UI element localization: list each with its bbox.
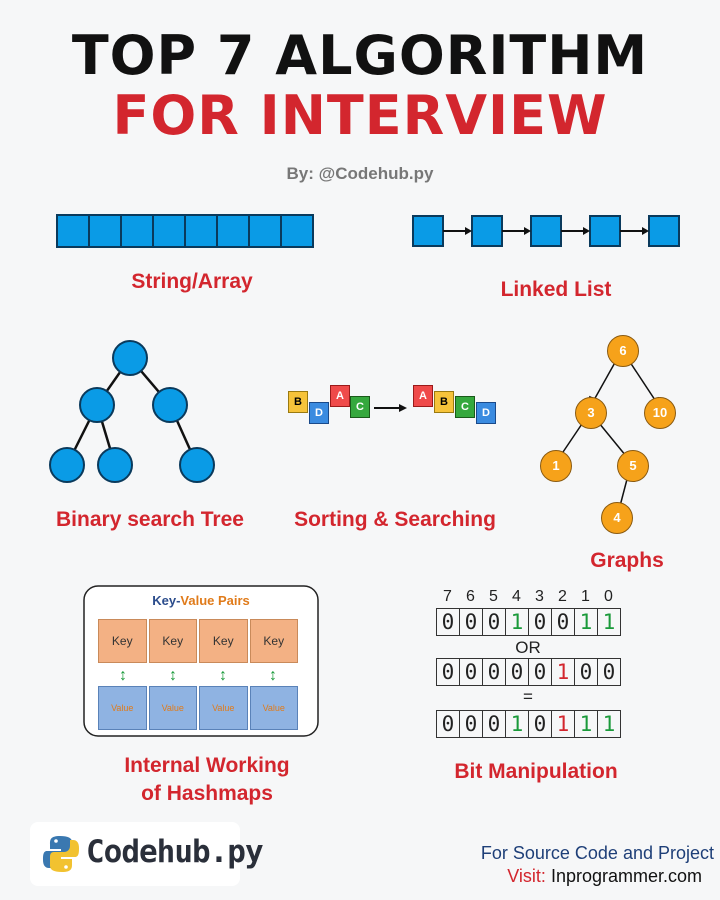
card-after-3: C	[455, 396, 475, 418]
card-before-1: B	[288, 391, 308, 413]
bit-cell: 1	[602, 610, 616, 634]
bit-cell: 0	[437, 659, 460, 685]
bit-cell: 1	[575, 609, 598, 635]
graph-node: 10	[644, 397, 676, 429]
bit-index: 6	[466, 588, 475, 605]
double-arrow-icon: ↕	[219, 667, 227, 684]
visit-site[interactable]: Inprogrammer.com	[550, 866, 702, 886]
label-bst: Binary search Tree	[56, 508, 244, 531]
footer-source-line: For Source Code and Project	[480, 843, 714, 863]
label-hashmaps-1: Internal Working	[124, 754, 290, 777]
graph-node: 5	[617, 450, 649, 482]
linked-list-figure	[412, 215, 680, 247]
double-arrow-icon: ↕	[169, 667, 177, 684]
title-line-2: FOR INTERVIEW	[112, 84, 608, 147]
bit-row-1: 0 0 0 1 0 0 1 1	[436, 608, 621, 636]
bit-cell: 1	[575, 711, 598, 737]
or-operator: OR	[515, 638, 541, 657]
bit-cell: 0	[460, 659, 483, 685]
bit-cell: 0	[437, 711, 460, 737]
bit-cell: 1	[552, 659, 575, 685]
bit-index: 4	[512, 588, 521, 605]
footer-visit-line: Visit: Inprogrammer.com	[507, 866, 702, 887]
bit-cell: 1	[506, 711, 529, 737]
bit-cell: 0	[552, 609, 575, 635]
card-before-2: D	[309, 402, 329, 424]
hashmap-key-cell: Key	[199, 619, 248, 663]
card-after-1: A	[413, 385, 433, 407]
bit-cell: 0	[460, 711, 483, 737]
bit-row-3: 0 0 0 1 0 1 1 1	[436, 710, 621, 738]
hashmap-value-cell: Value	[249, 686, 298, 730]
bit-cell: 1	[552, 711, 575, 737]
byline: By: @Codehub.py	[286, 164, 434, 183]
bit-index: 0	[604, 588, 613, 605]
hashmap-value-cell: Value	[199, 686, 248, 730]
bit-index: 7	[443, 588, 452, 605]
card-before-3: A	[330, 385, 350, 407]
bit-cell: 0	[483, 609, 506, 635]
graph-node: 3	[575, 397, 607, 429]
hashmap-keys-row: Key Key Key Key	[98, 619, 298, 663]
bit-index: 5	[489, 588, 498, 605]
bit-cell: 1	[506, 609, 529, 635]
equals-sign: =	[523, 687, 533, 706]
card-after-4: D	[476, 402, 496, 424]
visit-label: Visit:	[507, 866, 546, 886]
bit-index: 2	[558, 588, 567, 605]
label-sorting: Sorting & Searching	[294, 508, 496, 531]
graph-figure	[556, 349, 660, 515]
hashmap-key-cell: Key	[148, 619, 197, 663]
hashmap-title-key: Key	[152, 593, 177, 608]
bit-cell: 0	[529, 609, 552, 635]
card-after-2: B	[434, 391, 454, 413]
bit-cell: 0	[575, 659, 598, 685]
bit-cell: 0	[437, 609, 460, 635]
bit-index: 1	[581, 588, 590, 605]
bit-index-row: 7 6 5 4 3 2 1 0	[436, 588, 620, 606]
label-linked-list: Linked List	[500, 278, 612, 301]
hashmap-title: Key-Value Pairs	[84, 593, 318, 608]
bit-cell: 0	[602, 660, 616, 684]
hashmap-arrows: ↕ ↕ ↕ ↕	[98, 667, 298, 685]
card-before-4: C	[350, 396, 370, 418]
label-hashmaps-2: of Hashmaps	[141, 782, 273, 805]
graph-node: 6	[607, 335, 639, 367]
bit-cell: 1	[602, 712, 616, 736]
bit-cell: 0	[460, 609, 483, 635]
bst-figure	[49, 340, 215, 483]
graph-node: 1	[540, 450, 572, 482]
hashmap-values-row: Value Value Value Value	[98, 686, 298, 730]
title-line-1: TOP 7 ALGORITHM	[71, 24, 649, 87]
hashmap-title-sep: -	[176, 593, 181, 608]
hashmap-title-value: Value Pairs	[180, 593, 250, 608]
brand-name: Codehub.py	[86, 834, 264, 870]
hashmap-key-cell: Key	[98, 619, 147, 663]
bit-index: 3	[535, 588, 544, 605]
bit-cell: 0	[529, 659, 552, 685]
graph-node: 4	[601, 502, 633, 534]
label-bit-manipulation: Bit Manipulation	[454, 760, 618, 783]
bit-cell: 0	[483, 659, 506, 685]
double-arrow-icon: ↕	[269, 667, 277, 684]
hashmap-value-cell: Value	[98, 686, 147, 730]
hashmap-key-cell: Key	[249, 619, 298, 663]
bit-cell: 0	[529, 711, 552, 737]
double-arrow-icon: ↕	[119, 667, 127, 684]
label-string-array: String/Array	[131, 270, 253, 293]
sorting-figure	[374, 404, 407, 412]
label-graphs: Graphs	[590, 549, 664, 572]
bit-row-2: 0 0 0 0 0 1 0 0	[436, 658, 621, 686]
hashmap-value-cell: Value	[148, 686, 197, 730]
bit-cell: 0	[506, 659, 529, 685]
bit-cell: 0	[483, 711, 506, 737]
array-figure	[56, 214, 314, 248]
python-logo-icon	[43, 836, 79, 872]
